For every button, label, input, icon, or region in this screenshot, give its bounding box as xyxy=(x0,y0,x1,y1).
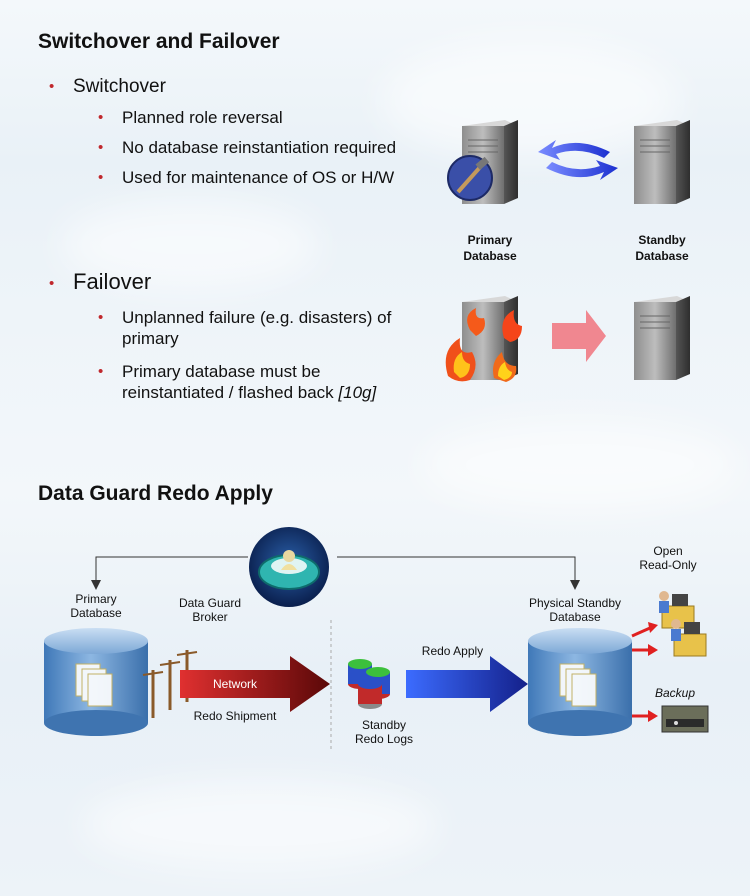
section-title-redo-apply: Data Guard Redo Apply xyxy=(38,482,273,505)
label-line2: Read-Only xyxy=(639,558,697,572)
bullet-text: No database reinstantiation required xyxy=(122,138,397,157)
label-line2: Broker xyxy=(192,610,228,624)
label-line1: Data Guard xyxy=(178,596,242,610)
bullet-text-line2: reinstantiated / flashed back xyxy=(122,383,339,402)
primary-database-label: Primary Database xyxy=(440,232,540,264)
label-line2: Redo Logs xyxy=(354,732,414,746)
bullet-planned-role-reversal: • Planned role reversal xyxy=(98,107,283,128)
bullet-maintenance: • Used for maintenance of OS or H/W xyxy=(98,167,395,188)
standby-server-failover-icon xyxy=(634,296,690,380)
network-label: Network xyxy=(212,677,257,691)
physical-standby-label: Physical Standby Database xyxy=(515,596,635,624)
primary-database-label-2: Primary Database xyxy=(46,592,146,620)
read-only-arrows xyxy=(631,622,658,722)
data-guard-broker-label: Data Guard Broker xyxy=(160,596,260,624)
bullet-reinstantiate: • Primary database must be reinstantiate… xyxy=(98,361,377,403)
bullet-unplanned-failure: • Unplanned failure (e.g. disasters) of … xyxy=(98,307,392,349)
standby-database-label: Standby Database xyxy=(612,232,712,264)
bullet-dot: • xyxy=(98,169,104,186)
bullet-text: Planned role reversal xyxy=(122,108,283,127)
primary-server-fire-icon xyxy=(445,296,522,382)
bullet-dot: • xyxy=(98,363,104,380)
bullet-label: Failover xyxy=(73,269,152,294)
redo-shipment-label: Redo Shipment xyxy=(193,709,277,723)
label-line1: Physical Standby xyxy=(528,596,622,610)
bullet-dot: • xyxy=(98,109,104,126)
bullet-dot: • xyxy=(49,78,55,95)
background-cloud xyxy=(60,200,320,290)
version-tag: [10g] xyxy=(338,383,377,402)
tools-badge-icon xyxy=(447,155,493,201)
label-line1: Open xyxy=(653,544,683,558)
data-guard-broker-icon xyxy=(249,527,329,607)
bullet-text: Used for maintenance of OS or H/W xyxy=(122,168,395,187)
standby-server-icon xyxy=(634,120,690,204)
open-read-only-label: Open Read-Only xyxy=(628,544,708,572)
label-line2: Database xyxy=(549,610,601,624)
label-line1: Standby xyxy=(361,718,407,732)
bullet-text-line1: Primary database must be xyxy=(122,362,321,381)
switchover-arrows-icon xyxy=(538,140,618,180)
label-line2: Database xyxy=(635,249,689,263)
bullet-text-line2: primary xyxy=(122,329,179,348)
redo-apply-label: Redo Apply xyxy=(421,644,484,658)
label-line2: Database xyxy=(70,606,122,620)
bullet-dot: • xyxy=(49,275,55,292)
backup-label: Backup xyxy=(654,686,696,700)
standby-redo-logs-label: Standby Redo Logs xyxy=(334,718,434,746)
background-cloud xyxy=(80,780,440,870)
bullet-text-line1: Unplanned failure (e.g. disasters) of xyxy=(122,308,392,327)
primary-database-cylinder-icon xyxy=(44,628,148,736)
background-cloud xyxy=(420,420,740,510)
section-title-switchover-failover: Switchover and Failover xyxy=(38,30,280,53)
failover-arrow-icon xyxy=(552,310,606,362)
bullet-failover: • Failover xyxy=(49,269,152,294)
bullet-dot: • xyxy=(98,309,104,326)
physical-standby-cylinder-icon xyxy=(528,628,632,736)
network-arrow xyxy=(180,656,330,712)
label-line1: Primary xyxy=(467,233,513,247)
connector-arrowhead xyxy=(570,580,580,590)
bullet-no-reinstantiation: • No database reinstantiation required xyxy=(98,137,397,158)
bullet-switchover: • Switchover xyxy=(49,76,166,97)
bullet-dot: • xyxy=(98,139,104,156)
background-cloud xyxy=(380,40,680,160)
label-line1: Primary xyxy=(75,592,117,606)
connector-arrowhead xyxy=(91,580,101,590)
standby-redo-logs-icon xyxy=(348,659,390,709)
backup-tape-icon xyxy=(661,705,709,733)
read-only-users-icon xyxy=(659,591,707,657)
redo-apply-arrow xyxy=(406,656,528,712)
broker-connector-lines xyxy=(95,556,576,582)
bullet-label: Switchover xyxy=(73,76,166,97)
label-line1: Standby xyxy=(638,233,686,247)
label-line2: Database xyxy=(463,249,517,263)
